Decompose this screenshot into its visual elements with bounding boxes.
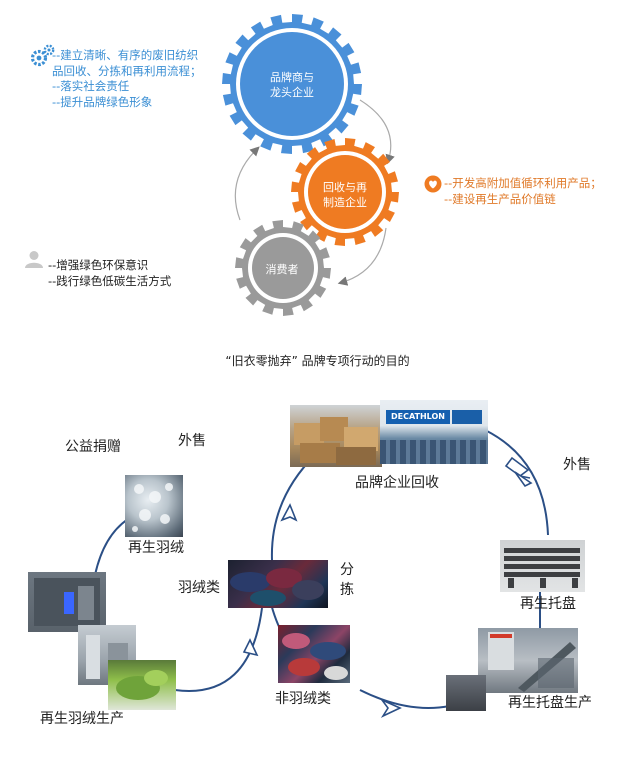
gear-brand [222,14,362,154]
photo-pallet-factory [478,628,578,693]
settings-gears-icon [30,44,56,72]
label-recycled-pallet: 再生托盘 [520,596,576,612]
person-icon [24,249,44,273]
gear-recycle [291,138,399,246]
photo-down-machine [28,572,106,632]
photo-non-down-clothes [278,625,350,683]
gear-diagram [222,14,399,316]
photo-down-clothes [228,560,328,608]
diagram-caption: “旧衣零抛弃” 品牌专项行动的目的 [225,354,410,368]
label-sell-right: 外售 [563,457,591,473]
decathlon-sign: DECATHLON [386,410,450,424]
cycle-arrow-left-lower [242,638,259,657]
photo-decathlon-store: DECATHLON [380,400,488,464]
gear-consumer-label: 消费者 [265,263,299,276]
photo-down-sorting [108,660,176,710]
gear-consumer [235,220,331,316]
arrow-recycle-to-consumer [337,227,387,286]
photo-boxes [290,405,382,467]
label-charity: 公益捐赠 [65,439,121,455]
cycle-line-down-to-production [174,607,263,692]
cycle-line-sort-to-brand [270,454,316,561]
label-brand-recycle: 品牌企业回收 [355,475,439,491]
photo-down-factory [78,625,136,685]
photo-pallet-machine [446,675,486,711]
cycle-arrow-bottom [379,698,402,718]
label-sort: 分 拣 [340,562,354,598]
label-non-down: 非羽绒类 [275,691,331,707]
label-pallet-production: 再生托盘生产 [508,695,592,711]
label-down-production: 再生羽绒生产 [40,711,124,727]
brand-goals-text: --建立清晰、有序的废旧纺织 品回收、分拣和再利用流程； --落实社会责任 --… [52,48,202,109]
label-sell-left: 外售 [178,433,206,449]
gear-brand-label: 品牌商与 龙头企业 [270,71,314,99]
photo-pallet [500,540,585,592]
cycle-diagram [94,429,549,718]
consumer-goals-text: --增强绿色环保意识 --践行绿色低碳生活方式 [48,258,172,288]
cycle-line-brand-to-pallet [484,429,549,536]
arrow-brand-to-recycle [359,99,395,165]
arrow-consumer-to-brand [234,146,260,221]
label-recycled-down: 再生羽绒 [128,540,184,556]
recycle-goals-text: --开发高附加值循环利用产品； --建设再生产品价值链 [444,176,602,206]
photo-recycled-down [125,475,183,537]
label-down: 羽绒类 [178,580,220,596]
cycle-arrow-left-up [280,503,298,522]
recycle-heart-icon [424,175,442,197]
gear-recycle-label: 回收与再 制造企业 [323,181,367,209]
